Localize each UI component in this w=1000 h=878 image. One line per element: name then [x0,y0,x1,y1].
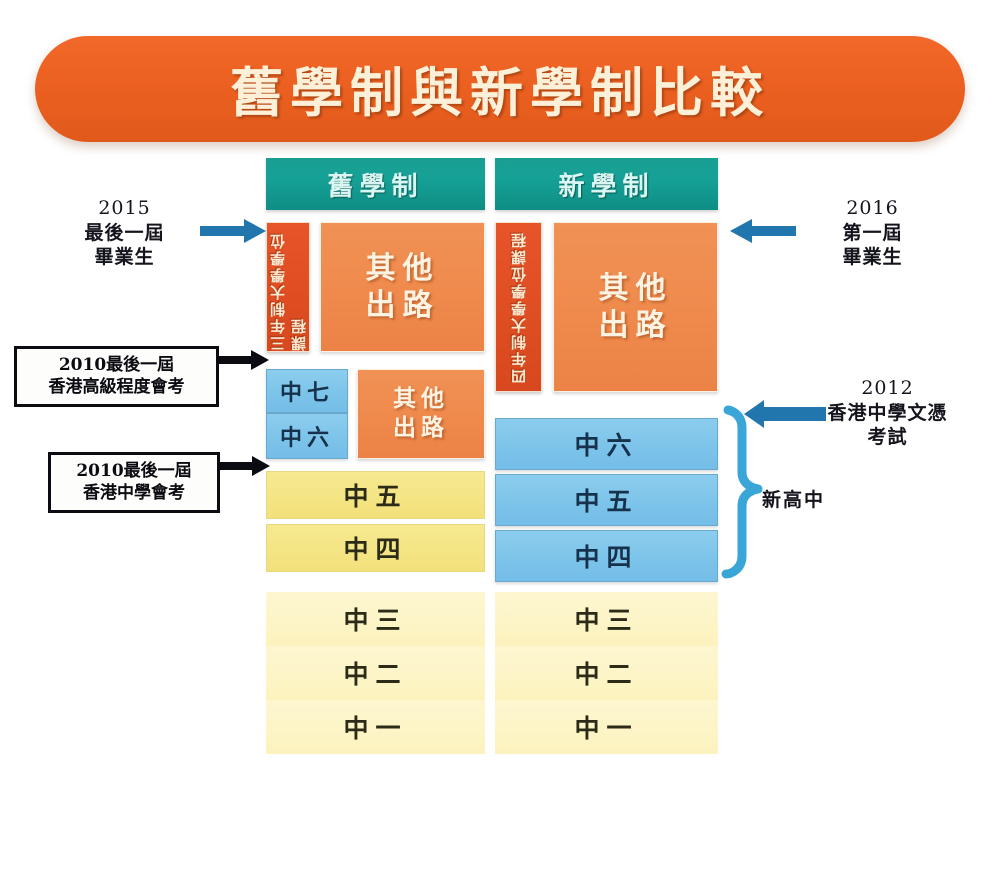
arrow-alevel-icon [219,350,269,370]
annotation-right-2016-year: 2016 [846,197,899,219]
ob-line1: 其他 [365,250,440,286]
old-other-pathways-mid: 其他 出路 [357,369,485,459]
annotation-left-2015: 2015 最後一屆 畢業生 [52,196,197,270]
new-grade-s6: 中六 [495,418,718,470]
arrow-right-2016-icon [730,219,796,243]
new-grade-s1-label: 中一 [574,714,639,743]
old-other-pathways-mid-label: 其他 出路 [393,385,449,443]
new-other-pathways: 其他 出路 [553,222,718,392]
annotation-right-dse-line2: 考試 [867,426,908,449]
annotation-left-2015-line1: 最後一屆 [84,221,165,244]
annotation-box-alevel: 2010最後一屆 香港高級程度會考 [14,346,219,408]
nb-line2: 出路 [598,308,673,343]
annotation-left-2015-year: 2015 [98,197,151,219]
old-grade-s5: 中五 [266,471,485,519]
old-degree-course-label: 三年制大學學位課程 [269,232,308,351]
new-grade-s3-label: 中三 [574,606,639,635]
nb-line1: 其他 [598,270,673,306]
old-grade-s7-label: 中七 [279,380,334,406]
old-other-pathways-top-label: 其他 出路 [366,250,440,325]
old-degree-course-box: 三年制大學學位課程 [266,222,310,352]
old-grade-s6-label: 中六 [279,425,334,451]
new-grade-s1: 中一 [495,700,718,754]
arrow-hkcee-icon [220,456,270,476]
title-banner: 舊學制與新學制比較 [35,36,965,142]
column-header-old-label: 舊學制 [327,171,424,202]
annotation-right-2016-line2: 畢業生 [842,246,903,269]
annotation-box-hkcee: 2010最後一屆 香港中學會考 [48,452,220,514]
old-grade-s1-label: 中一 [343,714,408,743]
arrow-left-2015-icon [200,219,266,243]
old-grade-s5-label: 中五 [343,482,408,511]
new-grade-s4: 中四 [495,530,718,582]
old-grade-s4: 中四 [266,524,485,572]
annotation-left-2015-line2: 畢業生 [94,246,155,269]
annotation-right-dse-line1: 香港中學文憑 [827,401,948,424]
new-grade-s5: 中五 [495,474,718,526]
new-other-pathways-label: 其他 出路 [599,270,673,345]
old-grade-s3-label: 中三 [343,606,408,635]
new-degree-course-box: 四年制大學學位課程 [495,222,542,392]
new-grade-s5-label: 中五 [574,487,639,516]
old-grade-s6: 中六 [266,413,348,459]
new-grade-s2: 中二 [495,646,718,700]
ob-mid-line2: 出路 [393,414,449,441]
new-degree-course-label: 四年制大學學位課程 [510,230,528,384]
annotation-right-2016-line1: 第一屆 [842,221,903,244]
brace-and-arrow-dse-icon [721,400,826,579]
annotation-right-dse-year: 2012 [861,377,914,399]
old-grade-s2: 中二 [266,646,485,700]
old-grade-s7: 中七 [266,369,348,413]
annotation-brace-label: 新高中 [762,489,826,511]
column-header-new-label: 新學制 [558,171,655,202]
old-grade-s1: 中一 [266,700,485,754]
column-header-new: 新學制 [495,158,718,210]
new-grade-s4-label: 中四 [574,543,639,572]
page-title: 舊學制與新學制比較 [230,62,770,124]
column-header-old: 舊學制 [266,158,485,210]
old-grade-s4-label: 中四 [343,535,408,564]
old-other-pathways-top: 其他 出路 [320,222,485,352]
annotation-right-2016: 2016 第一屆 畢業生 [800,196,945,270]
old-grade-s2-label: 中二 [343,660,408,689]
new-grade-s3: 中三 [495,592,718,646]
annotation-box-hkcee-line1: 2010最後一屆 [76,461,192,481]
annotation-right-dse: 2012 香港中學文憑 考試 [800,376,975,450]
old-grade-s3: 中三 [266,592,485,646]
new-grade-s2-label: 中二 [574,660,639,689]
ob-line2: 出路 [365,288,440,323]
annotation-box-alevel-line2: 香港高級程度會考 [48,377,185,398]
new-grade-s6-label: 中六 [574,431,639,460]
annotation-box-alevel-line1: 2010最後一屆 [58,355,175,375]
annotation-box-hkcee-line2: 香港中學會考 [83,483,185,504]
ob-mid-line1: 其他 [393,385,449,413]
